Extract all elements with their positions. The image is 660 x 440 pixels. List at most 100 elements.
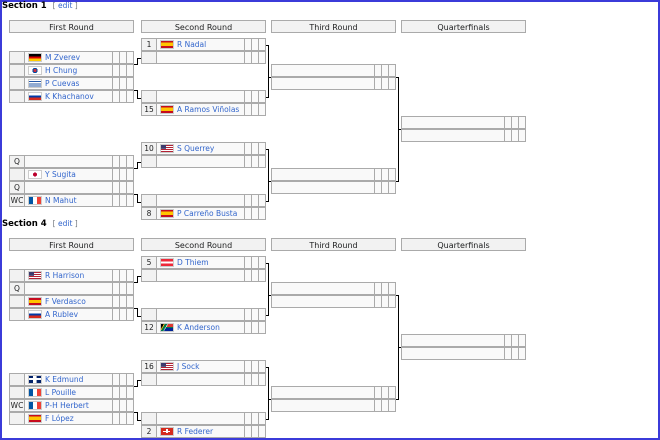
seed-cell — [142, 309, 157, 320]
flag-esp-icon — [160, 209, 174, 218]
section-title: Section 1 [ edit ] — [2, 1, 78, 11]
player-link[interactable]: H Chung — [45, 66, 78, 75]
player-cell[interactable]: F López — [25, 413, 112, 424]
player-cell[interactable]: K Edmund — [25, 374, 112, 385]
score-cell — [126, 413, 133, 424]
section-title-text: Section 1 — [2, 1, 47, 11]
round-header: Third Round — [271, 238, 396, 251]
player-cell[interactable]: L Pouille — [25, 387, 112, 398]
seed-cell: 10 — [142, 143, 157, 154]
score-cell — [112, 413, 119, 424]
player-link[interactable]: Y Sugita — [45, 170, 76, 179]
edit-link-text[interactable]: edit — [57, 1, 73, 10]
player-row — [141, 194, 266, 207]
player-link[interactable]: N Mahut — [45, 196, 77, 205]
bracket-line — [396, 77, 399, 78]
score-cell — [119, 413, 126, 424]
score-cell — [119, 65, 126, 76]
player-cell[interactable]: H Chung — [25, 65, 112, 76]
edit-link-text[interactable]: edit — [57, 219, 73, 228]
bracket-line — [268, 399, 269, 420]
score-cell — [244, 361, 251, 372]
player-link[interactable]: P Cuevas — [45, 79, 80, 88]
edit-link[interactable]: [ edit ] — [53, 219, 78, 228]
score-cell — [388, 387, 395, 398]
player-cell[interactable]: A Rublev — [25, 309, 112, 320]
player-link[interactable]: K Edmund — [45, 375, 84, 384]
player-link[interactable]: P-H Herbert — [45, 401, 89, 410]
player-link[interactable]: J Sock — [177, 362, 200, 371]
player-cell[interactable]: R Harrison — [25, 270, 112, 281]
player-link[interactable]: A Ramos Viñolas — [177, 105, 240, 114]
player-link[interactable]: P Carreño Busta — [177, 209, 238, 218]
player-cell — [25, 283, 112, 294]
player-cell[interactable]: A Ramos Viñolas — [157, 104, 244, 115]
player-link[interactable]: F Verdasco — [45, 297, 86, 306]
seed-cell — [142, 270, 157, 281]
score-cell — [119, 78, 126, 89]
player-row: R Harrison — [9, 269, 134, 282]
player-cell[interactable]: D Thiem — [157, 257, 244, 268]
score-cell — [381, 65, 388, 76]
empty-cell — [402, 117, 504, 128]
score-cell — [518, 348, 525, 359]
empty-slot — [271, 399, 396, 412]
score-cell — [112, 387, 119, 398]
score-cell — [374, 169, 381, 180]
player-row: K Edmund — [9, 373, 134, 386]
score-cell — [251, 361, 258, 372]
player-link[interactable]: L Pouille — [45, 388, 77, 397]
score-cell — [244, 208, 251, 219]
player-link[interactable]: S Querrey — [177, 144, 215, 153]
player-link[interactable]: D Thiem — [177, 258, 209, 267]
player-link[interactable]: R Harrison — [45, 271, 85, 280]
player-cell[interactable]: K Khachanov — [25, 91, 112, 102]
score-cell — [126, 309, 133, 320]
score-cell — [518, 130, 525, 141]
bracket-open: [ — [52, 1, 58, 10]
player-cell[interactable]: K Anderson — [157, 322, 244, 333]
player-cell[interactable]: N Mahut — [25, 195, 112, 206]
player-cell[interactable]: Y Sugita — [25, 169, 112, 180]
score-cell — [244, 156, 251, 167]
flag-jpn-icon — [28, 170, 42, 179]
player-cell — [157, 91, 244, 102]
score-cell — [388, 283, 395, 294]
edit-link[interactable]: [ edit ] — [53, 1, 78, 10]
player-cell[interactable]: P Cuevas — [25, 78, 112, 89]
player-row: F Verdasco — [9, 295, 134, 308]
section-title-text: Section 4 — [2, 219, 47, 229]
player-cell[interactable]: M Zverev — [25, 52, 112, 63]
player-cell[interactable]: J Sock — [157, 361, 244, 372]
bracket-line — [266, 315, 269, 316]
player-link[interactable]: K Anderson — [177, 323, 220, 332]
player-cell[interactable]: F Verdasco — [25, 296, 112, 307]
player-cell[interactable]: R Federer — [157, 426, 244, 437]
player-cell[interactable]: P-H Herbert — [25, 400, 112, 411]
seed-cell — [142, 413, 157, 424]
player-link[interactable]: F López — [45, 414, 74, 423]
score-cell — [126, 400, 133, 411]
player-link[interactable]: R Nadal — [177, 40, 207, 49]
player-link[interactable]: K Khachanov — [45, 92, 94, 101]
player-cell — [157, 52, 244, 63]
bracket-line — [268, 77, 269, 98]
seed-cell — [142, 156, 157, 167]
player-cell[interactable]: R Nadal — [157, 39, 244, 50]
score-cell — [258, 208, 265, 219]
player-link[interactable]: M Zverev — [45, 53, 81, 62]
player-link[interactable]: A Rublev — [45, 310, 79, 319]
empty-cell — [272, 296, 374, 307]
score-cell — [112, 182, 119, 193]
seed-cell — [10, 65, 25, 76]
bracket-line — [266, 263, 269, 264]
player-cell[interactable]: P Carreño Busta — [157, 208, 244, 219]
section-title: Section 4 [ edit ] — [2, 219, 78, 229]
player-cell[interactable]: S Querrey — [157, 143, 244, 154]
score-cell — [112, 283, 119, 294]
player-link[interactable]: R Federer — [177, 427, 214, 436]
score-cell — [244, 257, 251, 268]
bracket-line — [268, 45, 269, 77]
score-cell — [244, 413, 251, 424]
